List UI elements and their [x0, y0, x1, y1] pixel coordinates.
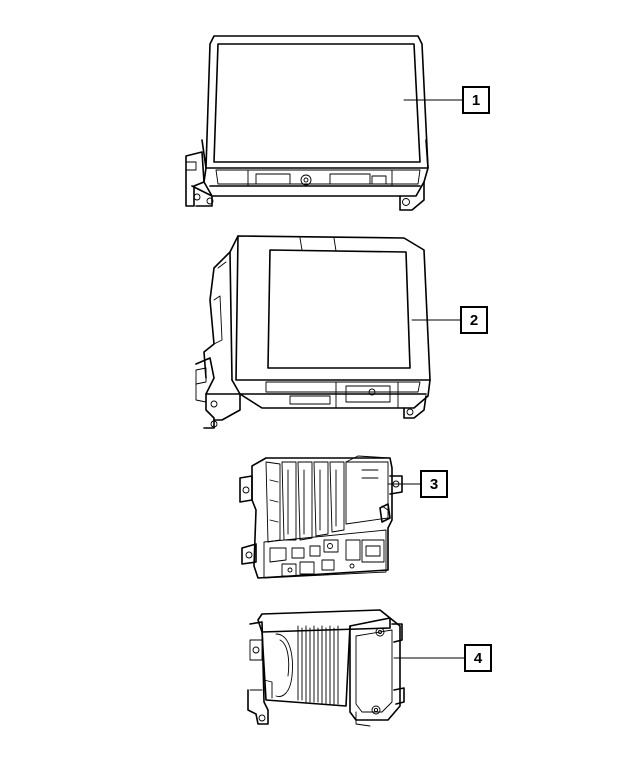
- callout-3: 3: [420, 470, 448, 498]
- leader-lines: [387, 99, 465, 659]
- part-2-display-assembly: [195, 235, 431, 429]
- part-1-display-screen: [185, 35, 429, 211]
- callout-2-label: 2: [469, 311, 479, 329]
- callout-1-label: 1: [471, 91, 481, 109]
- callout-2: 2: [460, 306, 488, 334]
- part-4-amplifier-module: [247, 609, 405, 727]
- callout-4: 4: [464, 644, 492, 672]
- callout-3-label: 3: [429, 475, 439, 493]
- callout-4-label: 4: [473, 649, 483, 667]
- callout-1: 1: [462, 86, 490, 114]
- part-3-radio-module: [239, 455, 403, 579]
